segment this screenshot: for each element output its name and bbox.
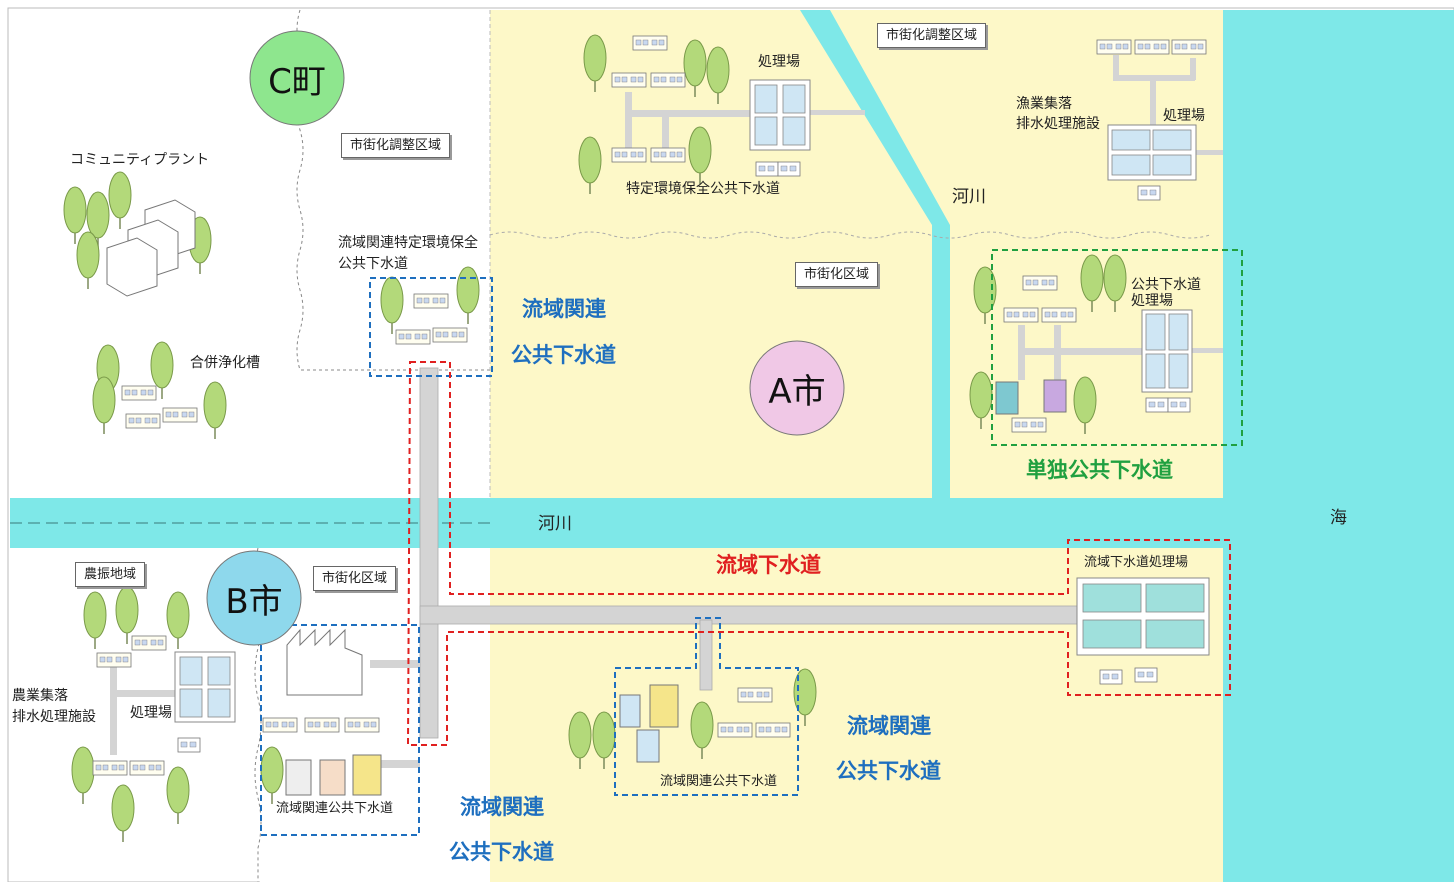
community-plant <box>63 171 212 297</box>
a-city-circle <box>749 340 845 436</box>
c-tokutei-area <box>369 266 493 377</box>
label-sea: 海 <box>1330 508 1347 528</box>
label-b-ryuiki-public: 流域関連公共下水道 <box>276 801 394 816</box>
label-ryuiki-tokutei-1: 流域関連特定環境保全 <box>338 235 478 251</box>
label-fishing-2: 排水処理施設 <box>1016 116 1100 132</box>
zone-label-b-agricultural: 農振地域 <box>75 562 146 587</box>
b-city-name: B市 <box>225 581 283 622</box>
agri-pipes <box>110 665 175 755</box>
green-pipes <box>1018 325 1223 380</box>
label-septic: 合併浄化槽 <box>190 355 260 371</box>
green-area <box>969 249 1243 446</box>
b-ryuiki-area <box>260 624 420 836</box>
fishing-pipes <box>1113 55 1223 155</box>
legend-blue-a-line2: 公共下水道 <box>511 343 616 367</box>
label-river-main: 河川 <box>538 514 572 534</box>
legend-blue-a-line1: 流域関連 <box>522 297 606 321</box>
regional-plant <box>1076 577 1210 685</box>
legend-green-standalone: 単独公共下水道 <box>1026 458 1173 482</box>
legend-blue-b-line2: 公共下水道 <box>449 840 554 864</box>
c-town-name: C町 <box>268 61 326 102</box>
fishing-village <box>1096 39 1207 201</box>
sea <box>1223 10 1454 882</box>
label-regional-plant: 流域下水道処理場 <box>1084 555 1189 570</box>
b-city-circle <box>206 550 302 646</box>
label-ryuiki-tokutei-2: 公共下水道 <box>338 256 408 272</box>
label-agri-2: 排水処理施設 <box>12 709 96 725</box>
red-regional-outline <box>406 361 1231 746</box>
label-fishing-1: 漁業集落 <box>1016 96 1072 112</box>
label-tokutei-kankyo: 特定環境保全公共下水道 <box>626 181 780 197</box>
label-treatment-plant-fish: 処理場 <box>1163 108 1205 124</box>
a-city-name: A市 <box>768 371 826 412</box>
label-treatment-plant-agri: 処理場 <box>130 705 172 721</box>
label-center-ryuiki-public: 流域関連公共下水道 <box>660 774 778 789</box>
legend-red-regional: 流域下水道 <box>716 553 821 577</box>
label-public-plant-2: 処理場 <box>1131 293 1173 309</box>
label-river-vertical: 河川 <box>952 187 986 207</box>
zone-label-a-adjustment: 市街化調整区域 <box>877 23 987 48</box>
label-treatment-plant-top: 処理場 <box>758 54 800 70</box>
trunk-pipes <box>370 367 1081 768</box>
label-community-plant: コミュニティプラント <box>70 152 210 168</box>
urban-boundary <box>489 231 1211 239</box>
river-vertical <box>800 10 950 498</box>
center-ryuiki-area <box>568 617 817 796</box>
label-public-plant-1: 公共下水道 <box>1131 277 1201 293</box>
legend-blue-b-line1: 流域関連 <box>460 795 544 819</box>
legend-blue-c-line1: 流域関連 <box>847 714 931 738</box>
zone-label-b-urbanization: 市街化区域 <box>313 566 397 591</box>
label-agri-1: 農業集落 <box>12 688 68 704</box>
legend-blue-c-line2: 公共下水道 <box>836 759 941 783</box>
c-town-circle <box>249 30 345 126</box>
zone-label-a-urbanization: 市街化区域 <box>795 262 879 287</box>
zone-label-c-adjustment: 市街化調整区域 <box>341 133 451 158</box>
